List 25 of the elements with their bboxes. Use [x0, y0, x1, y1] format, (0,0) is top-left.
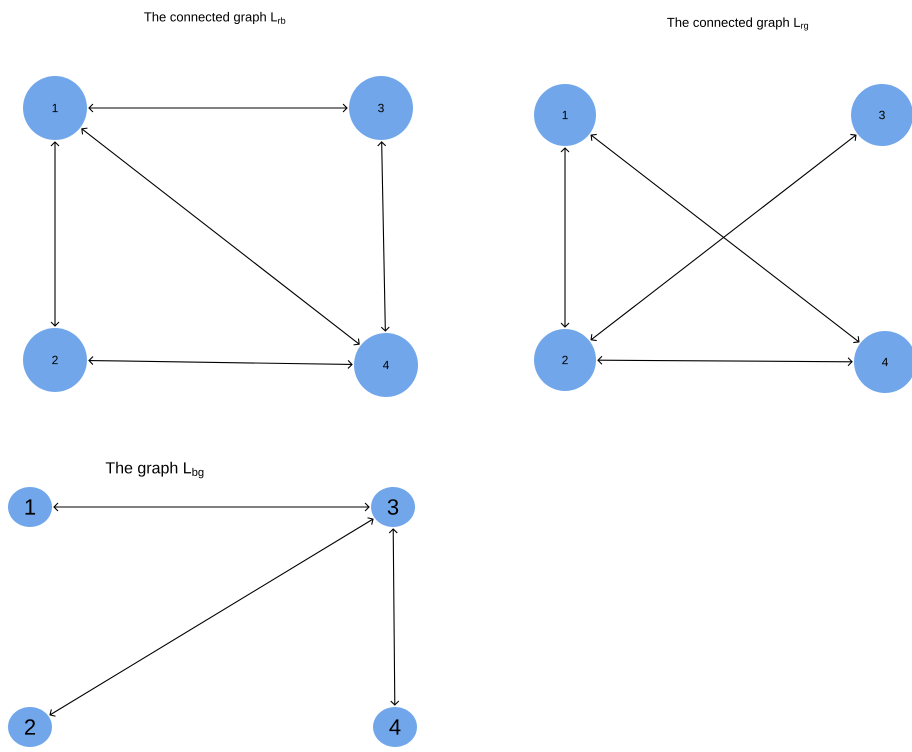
graph-vertex: 2 [534, 329, 596, 391]
arrow [49, 517, 374, 717]
graph-vertex: 3 [851, 84, 912, 146]
graph-vertex: 1 [8, 487, 52, 527]
graph-vertex: 3 [371, 487, 415, 527]
arrow [50, 141, 60, 327]
arrow [81, 128, 360, 346]
arrow [388, 528, 400, 706]
arrow [560, 147, 570, 328]
arrow [88, 356, 353, 369]
arrow [597, 356, 853, 366]
graph-vertex: 1 [534, 84, 596, 146]
graph-vertex: 4 [854, 331, 912, 393]
arrow [377, 141, 390, 332]
graph-vertex: 3 [349, 76, 413, 140]
graph-vertex: 1 [23, 76, 87, 140]
arrow [53, 502, 370, 512]
graph-vertex: 2 [23, 328, 87, 392]
arrow [88, 104, 348, 112]
graph-vertex: 2 [8, 707, 52, 747]
graph-title: The graph L$_{bg}$ [106, 462, 204, 478]
graph-title: The connected graph L$_{rb}$ [144, 12, 286, 24]
graph-vertex: 4 [373, 707, 417, 747]
graph-title: The connected graph L$_{rg}$ [667, 17, 808, 31]
graph-vertex: 4 [354, 333, 418, 397]
